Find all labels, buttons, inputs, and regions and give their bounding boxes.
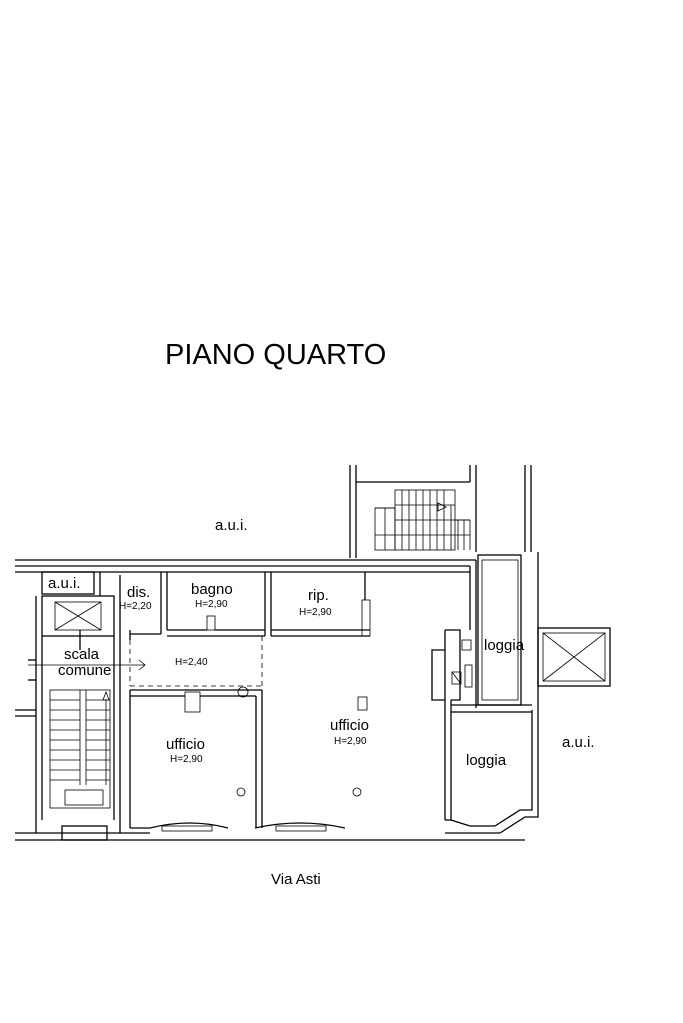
interior-walls — [99, 572, 371, 829]
label-ufficio-left-height: H=2,90 — [170, 754, 203, 765]
label-bagno-height: H=2,90 — [195, 599, 228, 610]
label-comune: comune — [58, 662, 111, 679]
floor-title: PIANO QUARTO — [165, 339, 386, 371]
upper-stair-block — [349, 465, 532, 558]
label-aui-right: a.u.i. — [562, 734, 595, 751]
label-scala: scala — [64, 646, 100, 663]
label-dis: dis. — [127, 584, 150, 601]
aui-box — [41, 571, 95, 595]
loggia-lower — [451, 704, 532, 713]
label-ufficio-main: ufficio — [330, 717, 369, 734]
outer-walls — [15, 552, 539, 841]
street-name: Via Asti — [271, 871, 321, 888]
loggia-upper — [477, 554, 611, 706]
label-aui-top: a.u.i. — [215, 517, 248, 534]
technical-niche — [431, 629, 473, 701]
common-stair — [15, 575, 146, 841]
label-rip: rip. — [308, 587, 329, 604]
label-rip-height: H=2,90 — [299, 607, 332, 618]
label-ufficio-main-height: H=2,90 — [334, 736, 367, 747]
label-bagno: bagno — [191, 581, 233, 598]
street-facade — [149, 822, 346, 832]
label-corridor-height: H=2,40 — [175, 657, 208, 668]
label-ufficio-left: ufficio — [166, 736, 205, 753]
label-loggia-lower: loggia — [466, 752, 507, 769]
label-aui-left: a.u.i. — [48, 575, 81, 592]
label-dis-height: H=2,20 — [119, 601, 152, 612]
label-loggia-upper: loggia — [484, 637, 525, 654]
